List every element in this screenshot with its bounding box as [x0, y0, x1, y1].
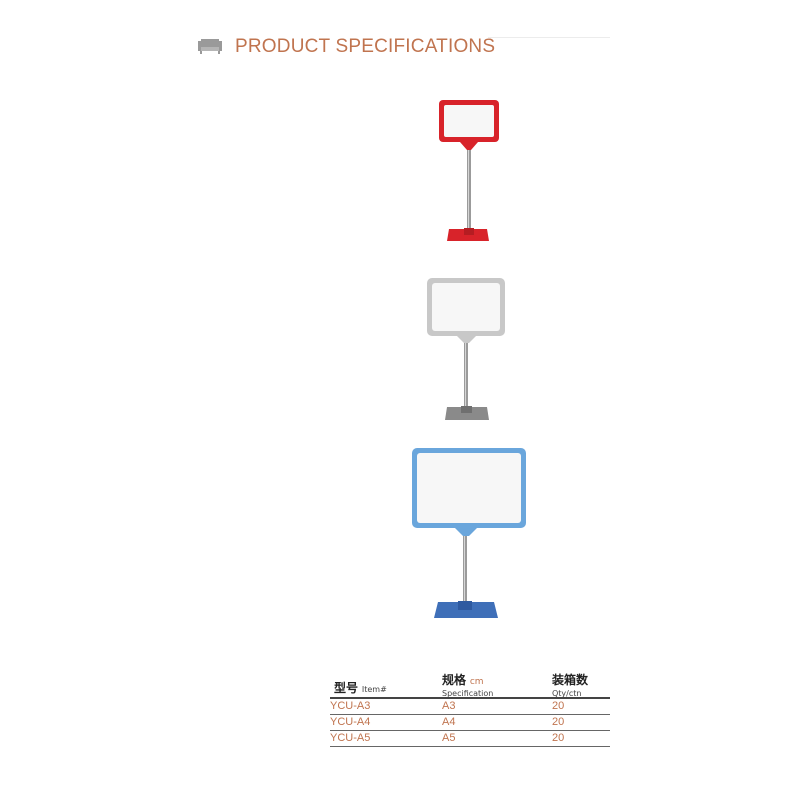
column-header-spec: 规格 cm Specification — [442, 673, 494, 698]
cell-item: YCU-A4 — [330, 716, 371, 728]
cell-item: YCU-A5 — [330, 732, 371, 744]
product-image-blue-sign-stand — [412, 448, 526, 618]
sofa-icon — [198, 39, 222, 54]
cell-qty: 20 — [552, 716, 565, 728]
page-title: PRODUCT SPECIFICATIONS — [235, 36, 496, 57]
cell-spec: A5 — [442, 732, 456, 744]
spec-table: 型号 Item# 规格 cm Specification 装箱数 Qty/ctn… — [330, 670, 610, 747]
header-divider — [488, 37, 610, 38]
table-row: YCU-A3 A3 20 — [330, 699, 610, 715]
column-header-item: 型号 Item# — [334, 681, 387, 695]
column-header-qty: 装箱数 Qty/ctn — [552, 673, 589, 698]
table-header: 型号 Item# 规格 cm Specification 装箱数 Qty/ctn — [330, 670, 610, 699]
cell-item: YCU-A3 — [330, 700, 371, 712]
table-row: YCU-A5 A5 20 — [330, 731, 610, 747]
cell-qty: 20 — [552, 732, 565, 744]
product-image-grey-sign-stand — [427, 278, 505, 420]
product-image-red-sign-stand — [439, 100, 499, 241]
cell-spec: A4 — [442, 716, 456, 728]
table-row: YCU-A4 A4 20 — [330, 715, 610, 731]
cell-spec: A3 — [442, 700, 456, 712]
cell-qty: 20 — [552, 700, 565, 712]
